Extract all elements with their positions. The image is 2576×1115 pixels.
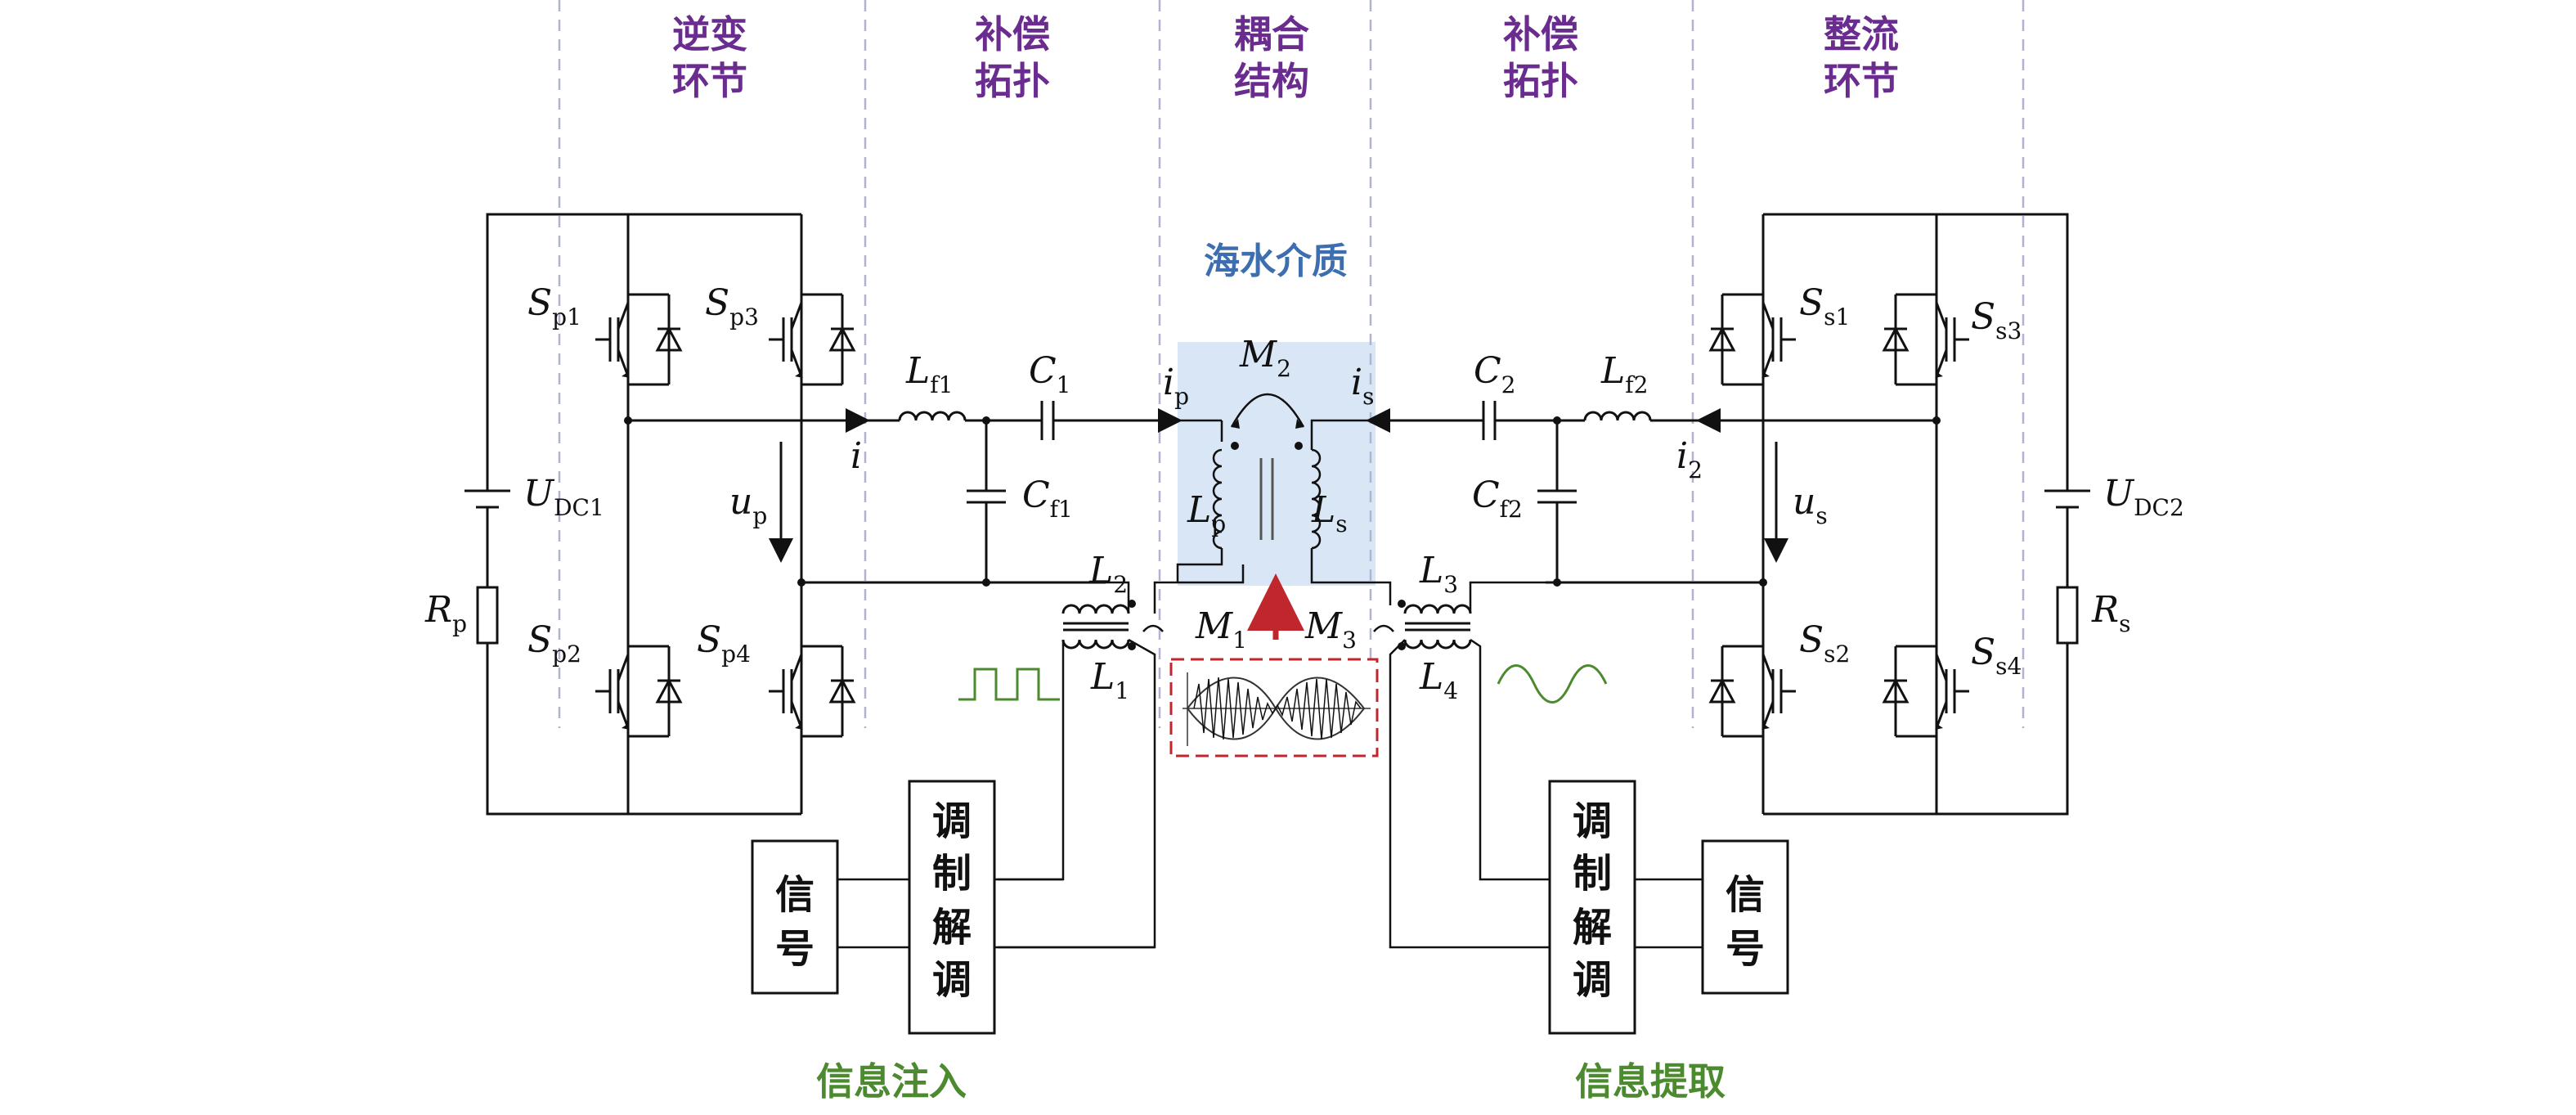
- label-rs: Rs: [2091, 589, 2131, 637]
- label-sp3: Sp3: [705, 282, 759, 330]
- signal-left-char-1: 信: [775, 872, 815, 918]
- stage-label-comp-right-1: 补偿: [1503, 12, 1578, 56]
- switch-sp2: [594, 620, 682, 762]
- label-sp2: Sp2: [527, 619, 581, 668]
- stage-label-comp-right-2: 拓扑: [1503, 59, 1578, 103]
- inductor-lf2: [1583, 411, 1652, 421]
- modem-left-char-3: 解: [932, 905, 972, 951]
- sine-wave-icon: [1497, 664, 1608, 704]
- signal-block-right: [1701, 839, 1789, 995]
- label-udc2: UDC2: [2103, 473, 2184, 521]
- stage-label-coupling-1: 耦合: [1234, 12, 1309, 56]
- label-cf2: Cf2: [1472, 474, 1523, 523]
- modem-right-char-1: 调: [1573, 798, 1612, 844]
- label-lp: Lp: [1187, 489, 1226, 537]
- label-ss2: Ss2: [1799, 619, 1850, 668]
- label-lf1: Lf1: [905, 350, 953, 398]
- square-wave-icon: [958, 668, 1060, 701]
- label-c2: C2: [1474, 350, 1516, 398]
- signal-block-left: [751, 839, 839, 995]
- label-l1: L1: [1090, 656, 1129, 704]
- switch-ss2: [1709, 620, 1797, 762]
- switch-sp1: [594, 268, 682, 411]
- modem-right-char-4: 调: [1573, 957, 1612, 1003]
- modulated-signal-inset: [1169, 658, 1379, 758]
- switch-sp4: [767, 620, 855, 762]
- secondary-dc-frame: [1763, 213, 2090, 816]
- resistor-rp: [476, 586, 499, 645]
- label-i2: i2: [1676, 435, 1703, 483]
- label-m1: M1: [1195, 605, 1247, 654]
- coupling-structure: [1176, 393, 1392, 605]
- signal-right-char-1: 信: [1726, 872, 1765, 918]
- info-extract-label: 信息提取: [1575, 1059, 1726, 1104]
- label-ss3: Ss3: [1971, 296, 2022, 344]
- label-c1: C1: [1029, 350, 1071, 398]
- label-is: is: [1351, 362, 1374, 410]
- label-i: i: [850, 435, 862, 477]
- stage-label-inverter-1: 逆变: [672, 12, 747, 56]
- primary-dc-frame: [464, 213, 801, 816]
- label-ls: Ls: [1311, 489, 1348, 537]
- inductor-lf1: [898, 411, 967, 421]
- switch-ss1: [1709, 268, 1797, 411]
- extraction-transformer: [1373, 581, 1550, 949]
- switch-ss4: [1883, 620, 1971, 762]
- label-up: up: [729, 481, 767, 529]
- label-m2: M2: [1239, 334, 1291, 382]
- label-rp: Rp: [424, 589, 467, 637]
- signal-left-char-2: 号: [775, 926, 815, 972]
- modem-left-char-1: 调: [932, 798, 972, 844]
- switch-sp3: [767, 268, 855, 411]
- primary-h-bridge: [594, 214, 855, 814]
- stage-label-inverter-2: 环节: [672, 59, 747, 103]
- label-l3: L3: [1419, 550, 1458, 598]
- label-l2: L2: [1088, 550, 1128, 598]
- label-l4: L4: [1419, 656, 1458, 704]
- secondary-h-bridge: [1709, 214, 1971, 814]
- primary-compensation: [628, 401, 1183, 587]
- label-cf1: Cf1: [1022, 474, 1073, 523]
- switch-ss3: [1883, 268, 1971, 411]
- label-ss1: Ss1: [1799, 282, 1850, 330]
- stage-labels: 逆变 环节 补偿 拓扑 耦合 结构 补偿 拓扑 整流 环节: [672, 12, 1899, 103]
- medium-label: 海水介质: [1204, 241, 1348, 282]
- resistor-rs: [2056, 586, 2079, 645]
- stage-label-rectifier-1: 整流: [1824, 12, 1899, 56]
- modem-left-char-2: 制: [932, 851, 972, 897]
- stage-label-comp-left-1: 补偿: [975, 12, 1050, 56]
- stage-separators: [558, 0, 2025, 728]
- label-sp4: Sp4: [697, 619, 751, 668]
- stage-label-coupling-2: 结构: [1234, 59, 1309, 103]
- modem-block-left: [908, 780, 996, 1035]
- modem-block-right: [1548, 780, 1636, 1035]
- right-signal-blocks: [1548, 780, 1789, 1035]
- info-inject-label: 信息注入: [816, 1059, 967, 1104]
- secondary-compensation: [1366, 401, 1936, 587]
- stage-label-rectifier-2: 环节: [1824, 59, 1899, 103]
- modem-right-char-2: 制: [1573, 851, 1612, 897]
- label-us: us: [1793, 481, 1828, 529]
- label-udc1: UDC1: [523, 473, 604, 521]
- label-ss4: Ss4: [1971, 632, 2022, 680]
- seawater-medium-region: [1178, 342, 1376, 586]
- left-signal-blocks: [751, 780, 1155, 1035]
- stage-label-comp-left-2: 拓扑: [975, 59, 1050, 103]
- label-ip: ip: [1163, 362, 1189, 410]
- label-sp1: Sp1: [527, 282, 581, 330]
- signal-right-char-2: 号: [1726, 926, 1765, 972]
- label-m3: M3: [1304, 605, 1357, 654]
- modem-left-char-4: 调: [932, 957, 972, 1003]
- modem-right-char-3: 解: [1573, 905, 1612, 951]
- label-lf2: Lf2: [1600, 350, 1648, 398]
